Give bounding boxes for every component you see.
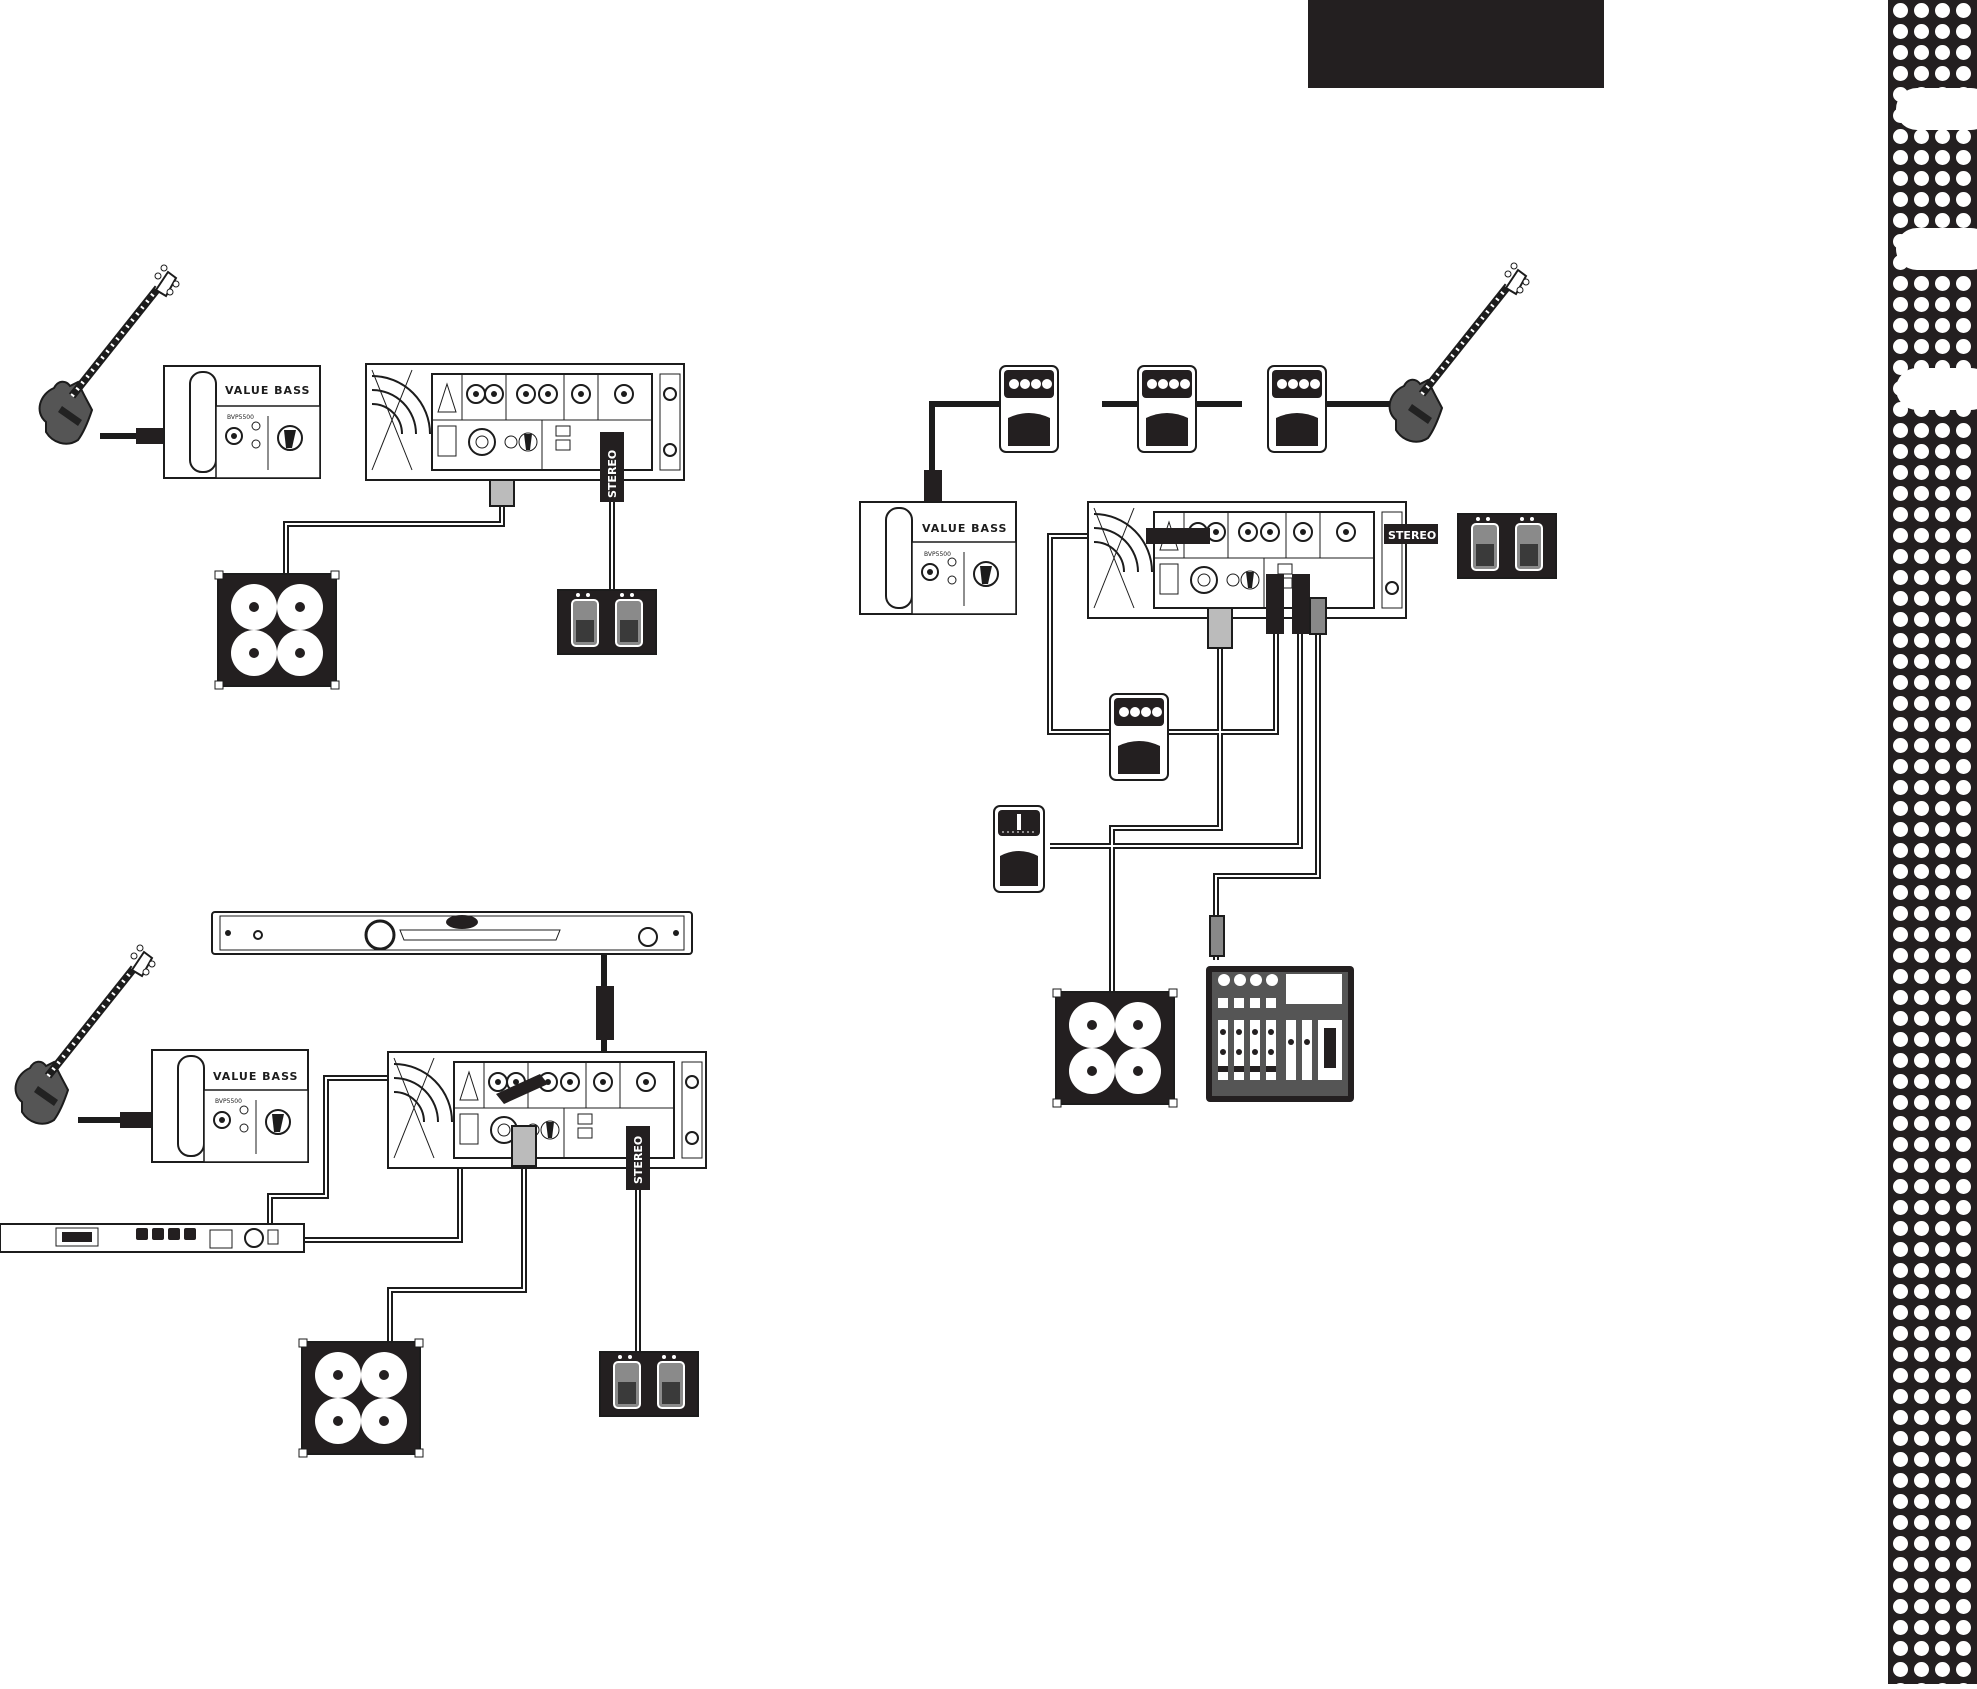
value-bass-label: VALUE BASS [922,522,1007,535]
stomp-pedal-icon [1267,365,1327,453]
footswitch-icon [557,589,657,655]
stereo-plug: STEREO [626,1126,650,1190]
xlr-plug [1309,597,1327,635]
stereo-label: STEREO [1388,529,1436,542]
value-bass-label: VALUE BASS [225,384,310,397]
jack-plug [1207,607,1233,649]
tab-marker-3[interactable] [1896,368,1977,410]
tab-marker-1[interactable] [1896,88,1977,130]
model-label: BVP5500 [924,551,951,558]
stereo-plug: STEREO [1384,524,1438,544]
speaker-cabinet-icon [214,570,340,690]
xlr-plug [1209,915,1225,957]
stomp-pedal-icon [1137,365,1197,453]
tuner-pedal-icon [993,805,1045,893]
send-cable-plug [496,1074,548,1104]
rack-unit-icon [387,1051,707,1169]
model-label: BVP5500 [215,1098,242,1105]
rack-unit-icon [163,365,321,479]
rack-unit-icon [211,911,693,955]
jack-plug [1266,574,1284,634]
effects-processor-icon [0,1223,305,1253]
dotted-sidebar [1888,0,1977,1684]
jack-plug [511,1125,537,1167]
header-block [1308,0,1604,88]
stereo-label: STEREO [606,450,619,498]
rack-unit-icon [151,1049,309,1163]
diagram-effects-loop-setup: VALUE BASS BVP5500 STEREO [0,911,707,1458]
bass-guitar-icon [16,945,155,1124]
value-bass-label: VALUE BASS [213,1070,298,1083]
footswitch-icon [1457,513,1557,579]
rack-unit-icon [365,363,685,481]
tab-marker-2[interactable] [1896,228,1977,270]
bass-guitar-icon [40,265,179,444]
rack-unit-icon [859,501,1017,615]
stomp-pedal-icon [999,365,1059,453]
model-label: BVP5500 [227,414,254,421]
cable [929,401,1416,992]
rack-unit-icon [1087,501,1407,619]
diagram-basic-setup: VALUE BASS BVP5500 STEREO [40,265,685,690]
jack-plug [596,986,614,1040]
stereo-label: STEREO [632,1136,645,1184]
speaker-cabinet-icon [298,1338,424,1458]
mixer-icon [1206,966,1354,1102]
speaker-cabinet-icon [1052,988,1178,1108]
footswitch-icon [599,1351,699,1417]
jack-plug [1146,528,1210,544]
bass-guitar-icon [1390,263,1529,442]
stereo-plug: STEREO [600,432,624,502]
jack-plug [1292,574,1310,634]
diagram-full-rig-setup: VALUE BASS BVP5500 STEREO [859,263,1557,1108]
stomp-pedal-icon [1109,693,1169,781]
